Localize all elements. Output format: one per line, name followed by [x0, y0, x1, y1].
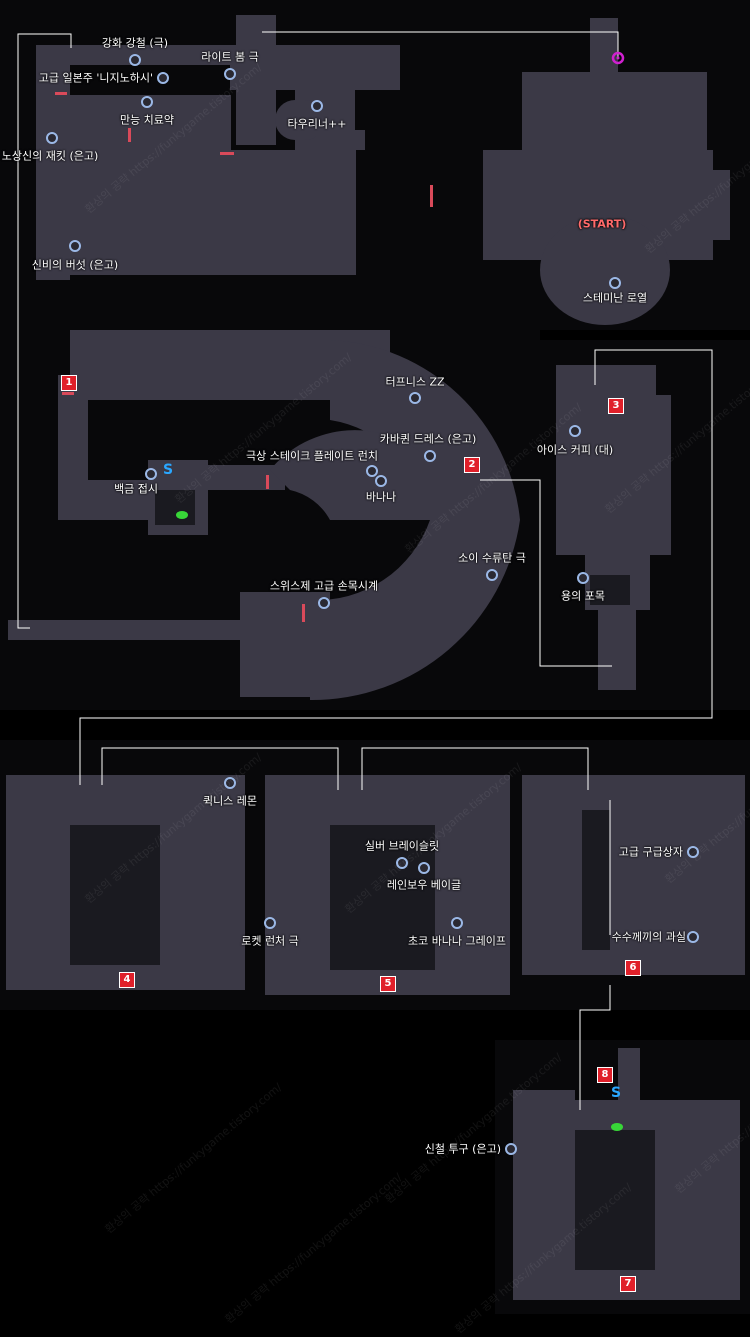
item-label: 라이트 봄 극: [201, 50, 259, 64]
boss-marker: [611, 51, 625, 65]
item-label: 레인보우 베이글: [386, 878, 462, 892]
item-marker-icon: [609, 277, 621, 289]
item-marker-icon: [224, 777, 236, 789]
item-marker-icon: [157, 72, 169, 84]
heal-point-icon: [176, 511, 188, 519]
item-marker-icon: [311, 100, 323, 112]
item-label: 신비의 버섯 (은고): [31, 258, 119, 272]
item-marker-icon: [129, 54, 141, 66]
item-marker-icon: [264, 917, 276, 929]
item-label: 실버 브레이슬릿: [364, 839, 440, 853]
area-badge-7: 7: [620, 1276, 636, 1292]
item-label: 퀵니스 레몬: [202, 794, 258, 808]
item-marker-icon: [418, 862, 430, 874]
item-label: 극상 스테이크 플레이트 런치: [246, 449, 378, 463]
area-badge-6: 6: [625, 960, 641, 976]
item-label: 수수께끼의 과실: [611, 930, 686, 944]
item-label: 만능 치료약: [119, 113, 175, 127]
item-label: 스테미난 로열: [582, 291, 648, 305]
item-marker-icon: [145, 468, 157, 480]
item-label: 고급 일본주 '니지노하시': [38, 71, 153, 85]
doors: [55, 92, 433, 622]
item-label: 백금 접시: [114, 482, 158, 496]
item-marker-icon: [505, 1143, 517, 1155]
item-label: 소이 수류탄 극: [458, 551, 526, 565]
item-label: 고급 구급상자: [618, 845, 683, 859]
item-marker-icon: [409, 392, 421, 404]
item-marker-icon: [46, 132, 58, 144]
item-marker-icon: [687, 846, 699, 858]
item-label: 용의 포목: [561, 589, 605, 603]
item-marker-icon: [687, 931, 699, 943]
item-marker-icon: [375, 475, 387, 487]
item-label: 아이스 커피 (대): [536, 443, 614, 457]
save-point-icon: S: [162, 462, 174, 478]
item-label: 로켓 런처 극: [241, 934, 299, 948]
item-marker-icon: [141, 96, 153, 108]
item-marker-icon: [396, 857, 408, 869]
item-label: 카바퀸 드레스 (은고): [379, 432, 477, 446]
item-marker-icon: [318, 597, 330, 609]
area-badge-3: 3: [608, 398, 624, 414]
area-badge-4: 4: [119, 972, 135, 988]
item-marker-icon: [569, 425, 581, 437]
item-label: 신철 투구 (은고): [424, 1142, 501, 1156]
item-label: 노상신의 재킷 (은고): [1, 149, 99, 163]
item-marker-icon: [486, 569, 498, 581]
item-marker-icon: [366, 465, 378, 477]
item-label: 강화 강철 (극): [101, 36, 169, 50]
item-marker-icon: [577, 572, 589, 584]
heal-point-icon: [611, 1123, 623, 1131]
item-marker-icon: [424, 450, 436, 462]
item-label: 터프니스 ZZ: [385, 375, 445, 389]
save-point-icon: S: [610, 1085, 622, 1101]
item-label: 타우리너++: [287, 117, 347, 131]
item-label: 초코 바나나 그레이프: [407, 934, 507, 948]
inner-voids: [70, 490, 655, 1270]
area-badge-5: 5: [380, 976, 396, 992]
item-label: 바나나: [365, 490, 397, 504]
area-badge-8: 8: [597, 1067, 613, 1083]
item-marker-icon: [69, 240, 81, 252]
route-lines: [17, 31, 713, 1110]
start-label: (START): [577, 217, 627, 231]
item-marker-icon: [451, 917, 463, 929]
item-label: 스위스제 고급 손목시계: [269, 579, 379, 593]
area-badge-2: 2: [464, 457, 480, 473]
area-badge-1: 1: [61, 375, 77, 391]
item-marker-icon: [224, 68, 236, 80]
